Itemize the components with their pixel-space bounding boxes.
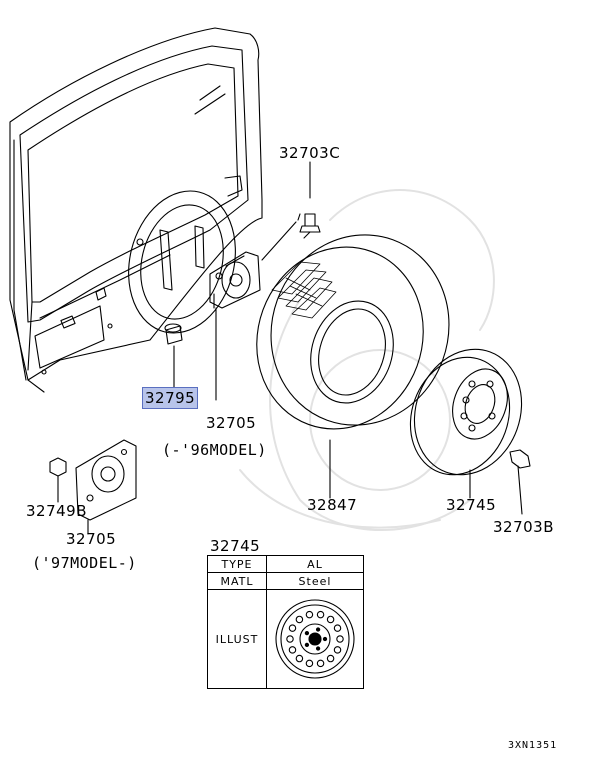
wheel-vent-hole	[316, 659, 325, 668]
wheel-32745	[409, 348, 523, 499]
carrier-bracket-32705-upper	[209, 251, 261, 401]
label-32703C[interactable]: 32703C	[279, 144, 341, 162]
spec-key: ILLUST	[207, 589, 267, 689]
wheel-vent-hole	[286, 635, 294, 643]
spec-key: TYPE	[207, 555, 267, 573]
spec-row-matl: MATL Steel	[207, 572, 364, 590]
wheel-vent-hole	[336, 635, 344, 643]
spec-table-title: 32745	[210, 537, 261, 555]
bolt-32703C	[261, 161, 321, 261]
wheel-vent-hole	[295, 654, 304, 663]
label-32705-upper[interactable]: 32705	[206, 414, 257, 432]
highlight-box[interactable]: 32795	[142, 387, 199, 409]
carrier-bracket-32705-lower	[75, 439, 137, 535]
watermark-emblem	[239, 189, 495, 531]
note-97-model: ('97MODEL-)	[32, 554, 137, 572]
spec-key: MATL	[207, 572, 267, 590]
wheel-lug-hole	[304, 630, 310, 636]
wheel-vent-hole	[305, 659, 314, 668]
label-32705-lower[interactable]: 32705	[66, 530, 117, 548]
spec-value: AL	[266, 555, 364, 573]
label-32749B[interactable]: 32749B	[26, 502, 88, 520]
wheel-vent-hole	[305, 610, 314, 619]
wheel-lug-hole	[315, 627, 321, 632]
wheel-vent-hole	[316, 610, 325, 619]
label-32745[interactable]: 32745	[446, 496, 497, 514]
nut-32749B	[49, 457, 67, 503]
spec-table: TYPE AL MATL Steel ILLUST	[207, 555, 364, 689]
note-96-model: (-'96MODEL)	[162, 441, 267, 459]
label-32847[interactable]: 32847	[307, 496, 358, 514]
wheel-lug-hole	[304, 642, 310, 648]
cap-32795	[164, 323, 183, 391]
bolt-32703B	[509, 449, 531, 515]
wheel-vent-hole	[326, 615, 335, 624]
drawing-reference-code: 3XN1351	[508, 740, 558, 751]
wheel-vent-hole	[333, 646, 342, 654]
wheel-vent-hole	[333, 624, 342, 632]
spec-row-illust: ILLUST	[207, 589, 364, 689]
spec-value: Steel	[266, 572, 364, 590]
wheel-vent-hole	[288, 646, 297, 654]
wheel-vent-hole	[326, 654, 335, 663]
label-32795-highlighted[interactable]: 32795	[142, 387, 199, 409]
wheel-vent-hole	[288, 624, 297, 632]
wheel-vent-hole	[295, 615, 304, 624]
spec-row-type: TYPE AL	[207, 555, 364, 573]
spec-illust-cell	[266, 589, 364, 689]
tire-32847	[256, 234, 450, 499]
wheel-lug-hole	[322, 636, 328, 642]
wheel-lug-hole	[315, 646, 321, 651]
steel-wheel-illustration-icon	[275, 599, 355, 679]
label-32703B[interactable]: 32703B	[493, 518, 555, 536]
rear-door	[9, 27, 263, 393]
